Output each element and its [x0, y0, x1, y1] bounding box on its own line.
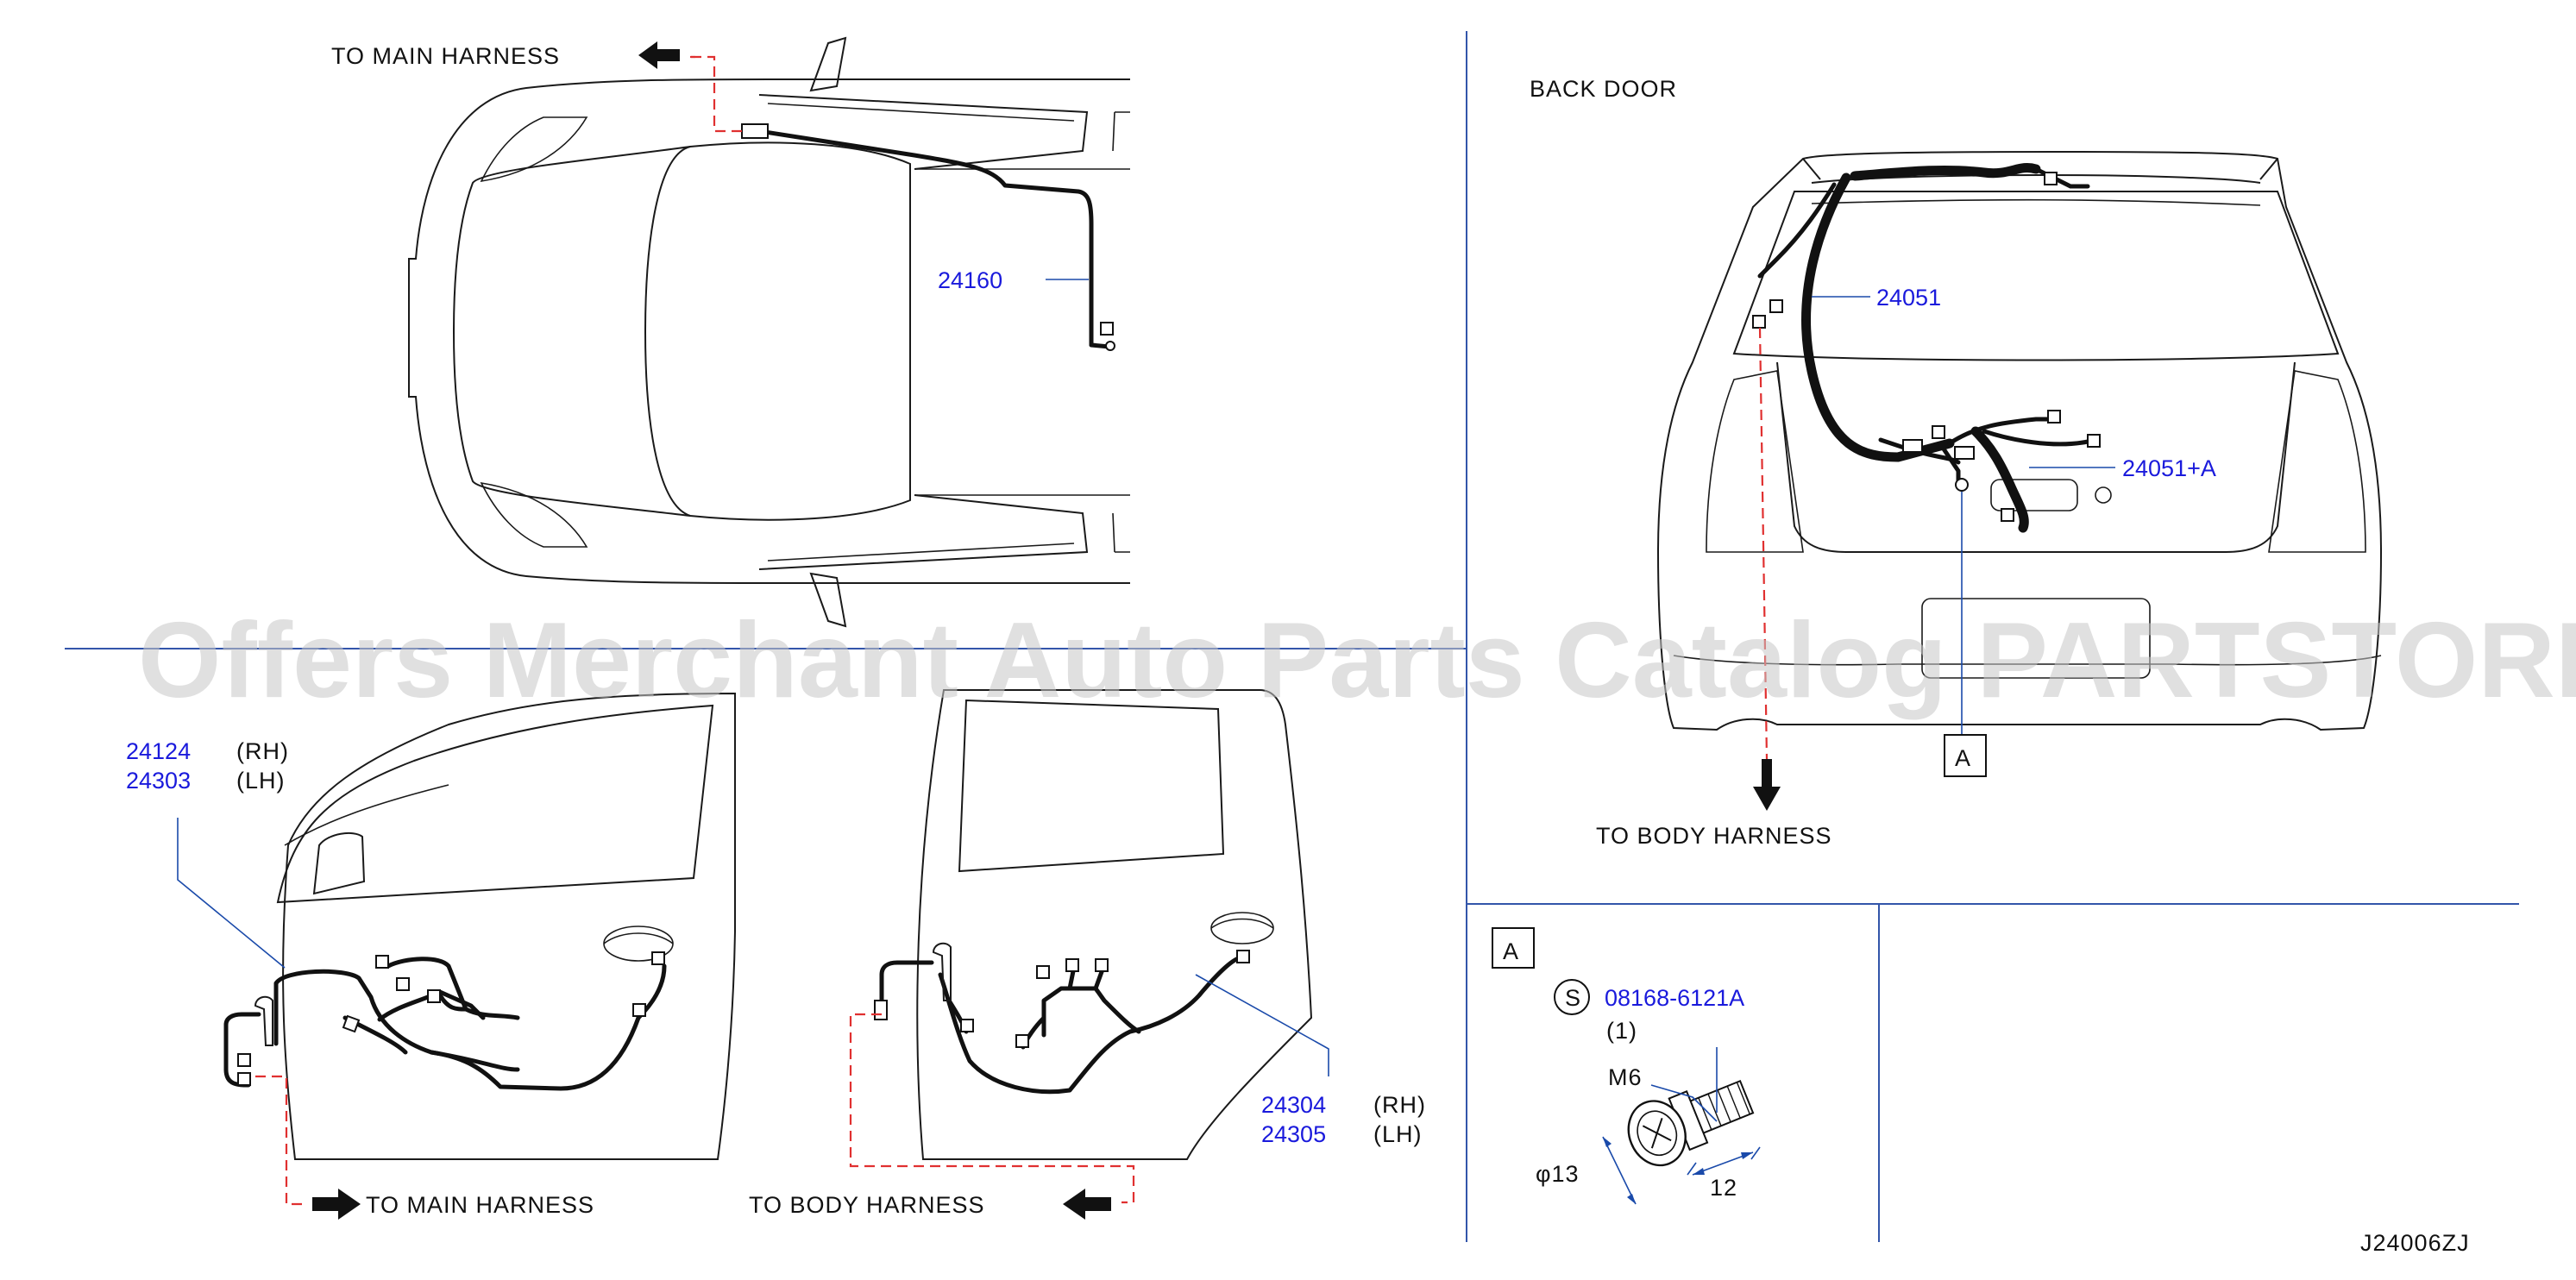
arrow-left-icon — [638, 41, 680, 69]
rear-door-view — [849, 689, 1329, 1220]
bolt-thread: M6 — [1608, 1064, 1643, 1090]
part-24160: 24160 — [938, 267, 1002, 293]
label-to-body-harness-bottom: TO BODY HARNESS — [749, 1192, 985, 1218]
detail-a-bolt — [1492, 927, 1761, 1205]
arrow-left-icon — [1063, 1189, 1111, 1220]
bolt-part-number: 08168-6121A — [1605, 985, 1744, 1011]
label-to-main-harness-top: TO MAIN HARNESS — [331, 43, 560, 69]
detail-ref-a: A — [1503, 938, 1519, 964]
part-24051-a: 24051+A — [2122, 455, 2216, 481]
part-24305: 24305 — [1261, 1121, 1326, 1147]
label-back-door: BACK DOOR — [1530, 76, 1677, 102]
label-to-main-harness-bottom: TO MAIN HARNESS — [366, 1192, 594, 1218]
arrow-down-icon — [1753, 759, 1781, 811]
part-24303-side: (LH) — [236, 768, 286, 794]
vehicle-top-view — [408, 36, 1130, 628]
part-24051: 24051 — [1876, 285, 1941, 311]
arrow-right-icon — [312, 1189, 361, 1220]
bolt-icon — [1627, 1079, 1755, 1167]
drawing-id: J24006ZJ — [2360, 1230, 2470, 1256]
callout-a: A — [1955, 745, 1971, 771]
part-24303: 24303 — [126, 768, 191, 794]
bolt-quantity: (1) — [1606, 1018, 1637, 1044]
panel-dividers — [65, 31, 2519, 1242]
part-24305-side: (LH) — [1373, 1121, 1423, 1147]
bolt-length: 12 — [1710, 1175, 1737, 1201]
part-24124: 24124 — [126, 738, 191, 764]
s-symbol: S — [1565, 985, 1581, 1011]
bolt-diameter: φ13 — [1536, 1161, 1580, 1187]
watermark-text: Offers Merchant Auto Parts Catalog PARTS… — [138, 601, 2576, 720]
front-door-view — [177, 692, 736, 1220]
part-24304-side: (RH) — [1373, 1092, 1426, 1118]
label-to-body-harness-right: TO BODY HARNESS — [1596, 823, 1832, 849]
back-door-view — [1656, 150, 2383, 811]
part-24304: 24304 — [1261, 1092, 1326, 1118]
part-24124-side: (RH) — [236, 738, 289, 764]
